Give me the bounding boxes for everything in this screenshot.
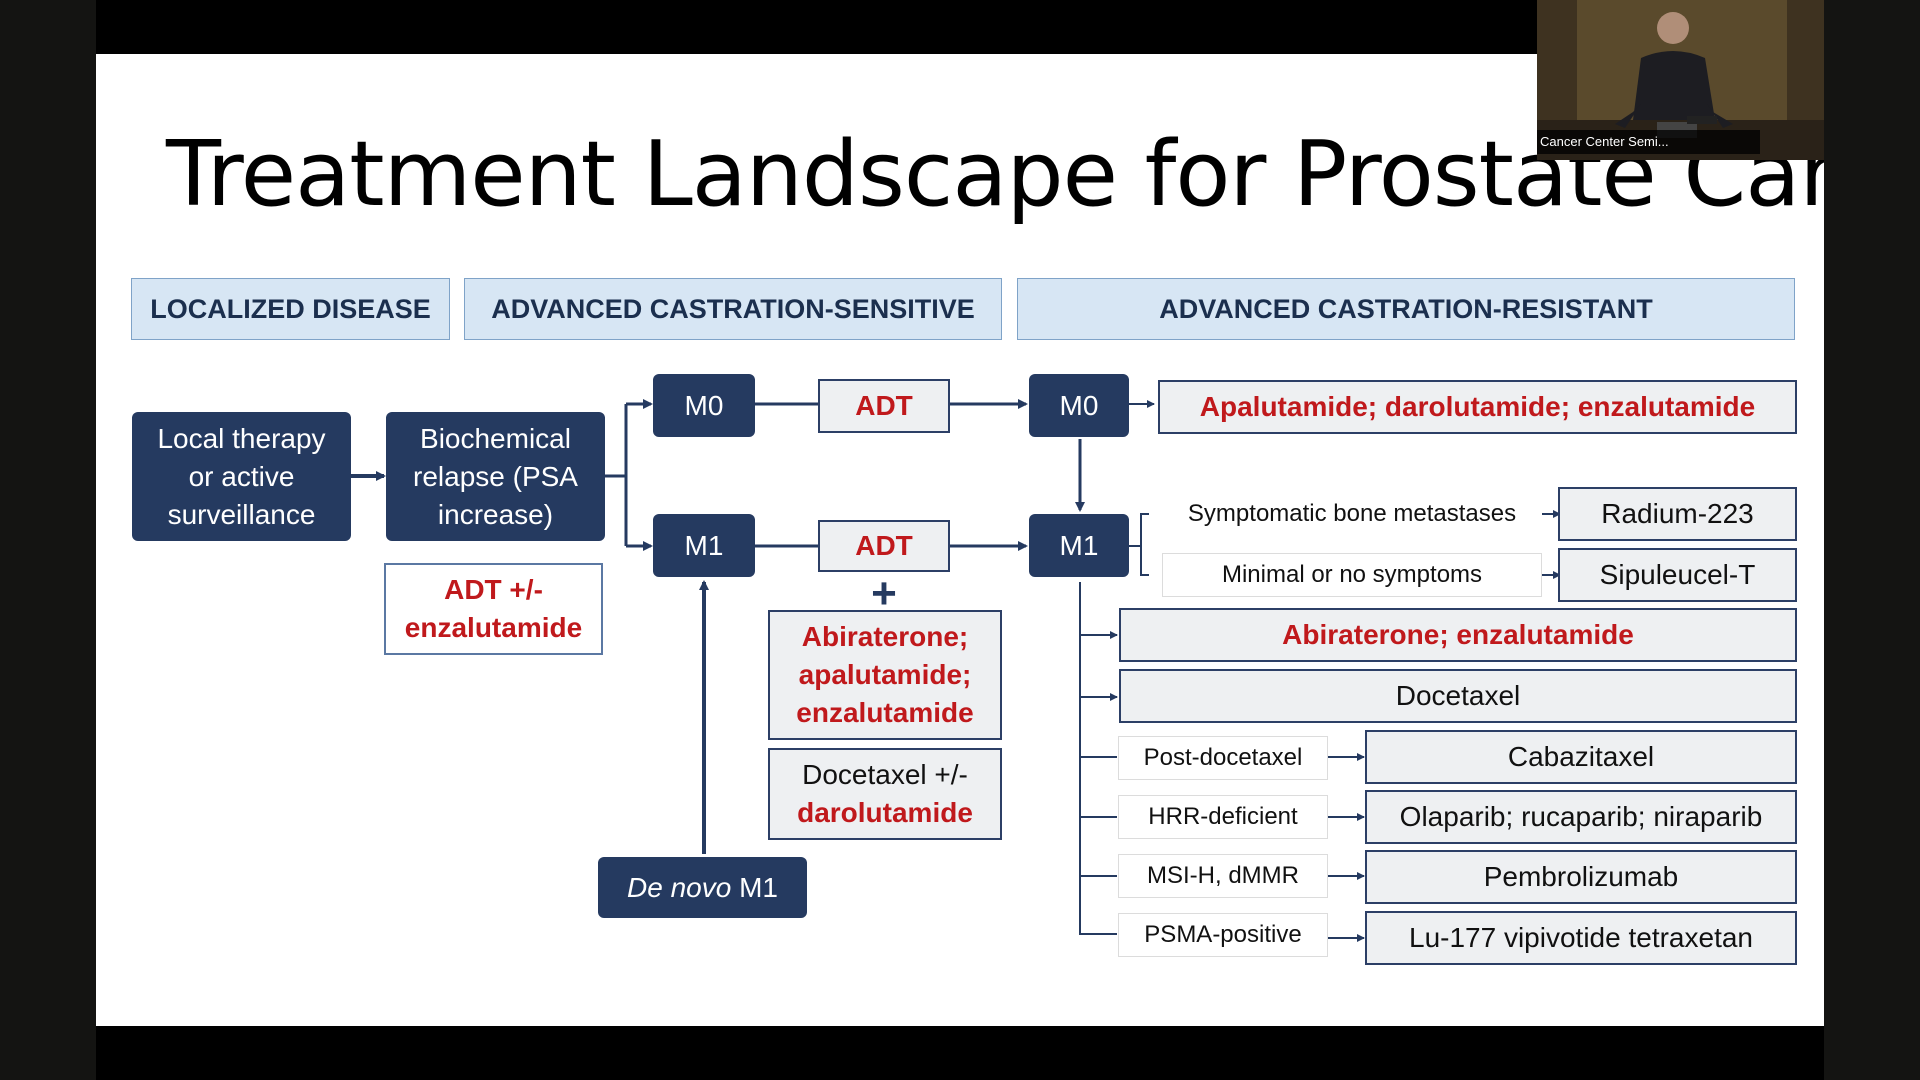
- docetaxel-box: Docetaxel: [1119, 669, 1797, 723]
- adt-top-box: ADT: [818, 379, 950, 433]
- de-novo-m1-box: De novo M1: [598, 857, 807, 918]
- radium-223-box: Radium-223: [1558, 487, 1797, 541]
- docetaxel-line1: Docetaxel +/-: [802, 759, 968, 790]
- m0-left-node: M0: [653, 374, 755, 437]
- hrr-deficient-label: HRR-deficient: [1118, 795, 1328, 839]
- slide: Treatment Landscape for Prostate Cancer …: [96, 54, 1824, 1026]
- de-novo-m1-text: M1: [731, 871, 778, 903]
- local-therapy-box: Local therapy or active surveillance: [132, 412, 351, 541]
- sipuleucel-t-box: Sipuleucel-T: [1558, 548, 1797, 602]
- m0-right-node: M0: [1029, 374, 1129, 437]
- adt-enzalutamide-box: ADT +/- enzalutamide: [384, 563, 603, 655]
- cabazitaxel-box: Cabazitaxel: [1365, 730, 1797, 784]
- header-localized-disease: LOCALIZED DISEASE: [131, 278, 450, 340]
- speaker-webcam-overlay: Cancer Center Semi...: [1537, 0, 1824, 160]
- connector-lines: [351, 399, 1561, 942]
- de-novo-italic: De novo: [627, 871, 732, 903]
- pembrolizumab-box: Pembrolizumab: [1365, 850, 1797, 904]
- minimal-symptoms-label: Minimal or no symptoms: [1162, 553, 1542, 597]
- abiraterone-enzalutamide-box: Abiraterone; enzalutamide: [1119, 608, 1797, 662]
- parp-inhibitors-box: Olaparib; rucaparib; niraparib: [1365, 790, 1797, 844]
- m1-right-node: M1: [1029, 514, 1129, 577]
- post-docetaxel-label: Post-docetaxel: [1118, 736, 1328, 780]
- lu-177-box: Lu-177 vipivotide tetraxetan: [1365, 911, 1797, 965]
- m1-left-node: M1: [653, 514, 755, 577]
- psma-positive-label: PSMA-positive: [1118, 913, 1328, 957]
- header-castration-resistant: ADVANCED CASTRATION-RESISTANT: [1017, 278, 1795, 340]
- left-letterbox: [0, 0, 96, 1080]
- symptomatic-bone-metastases-label: Symptomatic bone metastases: [1162, 493, 1542, 535]
- header-castration-sensitive: ADVANCED CASTRATION-SENSITIVE: [464, 278, 1002, 340]
- docetaxel-darolutamide-box: Docetaxel +/- darolutamide: [768, 748, 1002, 840]
- webcam-caption: Cancer Center Semi...: [1537, 130, 1760, 154]
- m0-crpc-treatment-box: Apalutamide; darolutamide; enzalutamide: [1158, 380, 1797, 434]
- right-letterbox: [1824, 0, 1920, 1080]
- adt-mid-box: ADT: [818, 520, 950, 572]
- msi-h-dmmr-label: MSI-H, dMMR: [1118, 854, 1328, 898]
- biochemical-relapse-box: Biochemical relapse (PSA increase): [386, 412, 605, 541]
- plus-icon: +: [871, 569, 897, 618]
- abiraterone-apalutamide-enzalutamide-box: Abiraterone; apalutamide; enzalutamide: [768, 610, 1002, 740]
- adt-enzalutamide-line2: enzalutamide: [404, 612, 583, 643]
- bracket-symptom: [1140, 513, 1149, 576]
- docetaxel-line2: darolutamide: [797, 797, 973, 828]
- adt-enzalutamide-line1: ADT +/-: [444, 574, 543, 605]
- trunk-line: [1079, 582, 1117, 935]
